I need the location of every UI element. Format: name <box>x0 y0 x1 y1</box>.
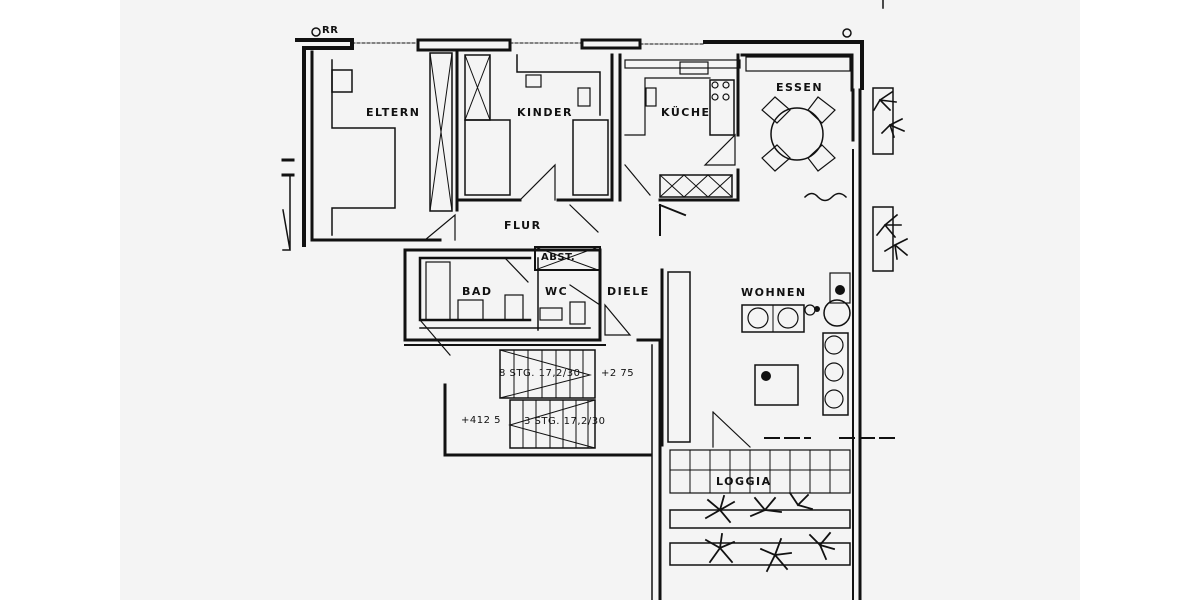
level-label-diele: +2 75 <box>601 368 635 379</box>
level-label-landing: +412 5 <box>461 415 502 426</box>
stair-label-upper: 8 STG. 17,2/30 <box>499 368 581 379</box>
rr-marker: RR <box>322 25 339 36</box>
room-label-loggia: LOGGIA <box>716 475 772 488</box>
stair-label-lower: 3 STG. 17,2/30 <box>524 416 606 427</box>
room-label-flur: FLUR <box>504 219 542 232</box>
room-label-wc: WC <box>545 285 569 298</box>
room-label-diele: DIELE <box>607 285 650 298</box>
room-label-eltern: ELTERN <box>366 106 421 119</box>
room-label-kueche: KÜCHE <box>661 106 711 119</box>
room-label-kinder: KINDER <box>517 106 573 119</box>
room-label-wohnen: WOHNEN <box>741 286 807 299</box>
room-label-bad: BAD <box>462 285 493 298</box>
room-label-abst: ABST. <box>541 252 576 263</box>
room-label-essen: ESSEN <box>776 81 824 94</box>
